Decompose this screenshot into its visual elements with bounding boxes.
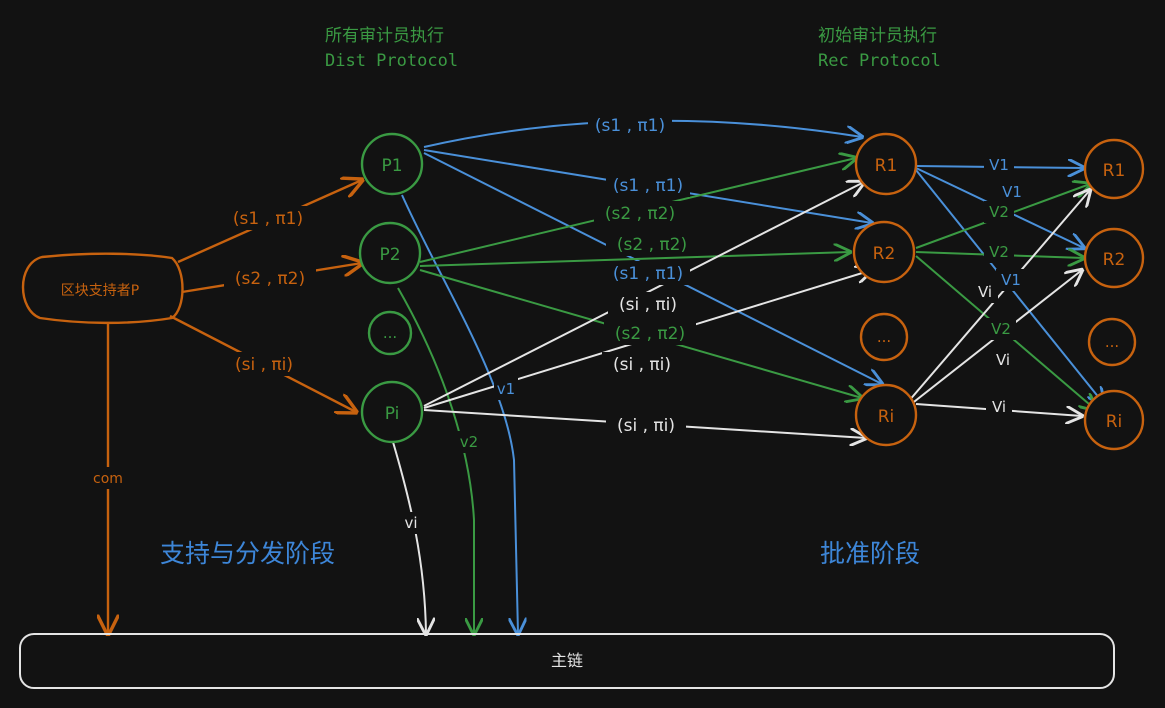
node-r2	[852, 220, 916, 284]
r-nodes	[852, 132, 918, 447]
label-vi-down: vi	[404, 514, 417, 532]
label-Vi-c: Vi	[992, 398, 1006, 416]
phase-label-left: 支持与分发阶段	[160, 539, 335, 568]
node-pi	[360, 380, 424, 444]
dist-header-line1: 所有审计员执行	[325, 26, 444, 46]
label-v1-down: v1	[497, 380, 515, 398]
label-white-si-a: (si , πi)	[619, 295, 677, 315]
node-f1-label: R1	[1103, 161, 1126, 181]
node-pi-label: Pi	[385, 404, 400, 424]
label-mid-s2-b: (s2 , π2)	[617, 235, 687, 255]
label-Vi-b: Vi	[996, 351, 1010, 369]
label-white-si-b: (si , πi)	[613, 355, 671, 375]
label-Vi-a: Vi	[978, 283, 992, 301]
supporter-shape	[21, 252, 184, 325]
node-f2	[1083, 227, 1145, 289]
node-p-dots-label: ...	[383, 324, 397, 342]
label-si-pii-orange: (si , πi)	[235, 355, 293, 375]
node-p2	[358, 221, 422, 285]
node-p1	[360, 132, 424, 196]
node-f1	[1083, 138, 1145, 200]
node-fi-label: Ri	[1106, 412, 1123, 432]
label-bottom-si: (si , πi)	[617, 416, 675, 436]
dist-header-line2: Dist Protocol	[325, 51, 458, 71]
label-v2-down: v2	[460, 433, 478, 451]
node-p2-label: P2	[379, 245, 400, 265]
edge-p2-r2	[419, 252, 850, 267]
node-r1	[854, 132, 918, 196]
node-p-dots	[367, 310, 413, 356]
label-V2-a: V2	[989, 203, 1009, 221]
label-s1-pi1-orange: (s1 , π1)	[233, 209, 303, 229]
supporter-label: 区块支持者P	[61, 283, 139, 299]
mainchain-label: 主链	[551, 651, 583, 670]
label-V2-b: V2	[989, 243, 1009, 261]
label-V1-b: V1	[1002, 183, 1022, 201]
node-ri-label: Ri	[878, 407, 895, 427]
p-nodes	[358, 132, 424, 444]
node-f2-label: R2	[1103, 250, 1126, 270]
label-mid-s1: (s1 , π1)	[613, 176, 683, 196]
label-com: com	[93, 471, 123, 487]
label-low-s2: (s2 , π2)	[615, 324, 685, 344]
node-f-dots	[1087, 317, 1137, 367]
node-r-dots	[859, 312, 909, 362]
phase-label-right: 批准阶段	[820, 539, 920, 568]
mainchain-node: 主链	[19, 633, 1115, 689]
node-ri	[854, 383, 918, 447]
node-r-dots-label: ...	[877, 328, 891, 346]
edge-p1-mainchain	[401, 194, 518, 634]
mainchain-box	[19, 633, 1115, 689]
rec-header-line1: 初始审计员执行	[818, 26, 937, 46]
supporter-node: 区块支持者P	[21, 252, 184, 325]
node-p1-label: P1	[381, 156, 402, 176]
final-nodes	[1083, 138, 1145, 451]
node-fi	[1083, 389, 1145, 451]
edge-p2-mainchain	[397, 287, 474, 634]
edge-labels: (s1 , π1) (s2 , π2) (si , πi) com (s1 , …	[88, 113, 1027, 534]
rec-header-line2: Rec Protocol	[818, 51, 941, 71]
node-r2-label: R2	[873, 244, 896, 264]
label-mid-s2-a: (s2 , π2)	[605, 204, 675, 224]
node-r1-label: R1	[875, 156, 898, 176]
label-V2-c: V2	[991, 320, 1011, 338]
label-s2-pi2-orange: (s2 , π2)	[235, 269, 305, 289]
edge-pi-mainchain	[392, 441, 426, 634]
label-top-s1: (s1 , π1)	[595, 116, 665, 136]
label-V1-a: V1	[989, 156, 1009, 174]
label-V1-c: V1	[1001, 271, 1021, 289]
edge-ri-f1	[907, 190, 1090, 403]
label-low-s1: (s1 , π1)	[613, 264, 683, 284]
node-f-dots-label: ...	[1105, 333, 1119, 351]
